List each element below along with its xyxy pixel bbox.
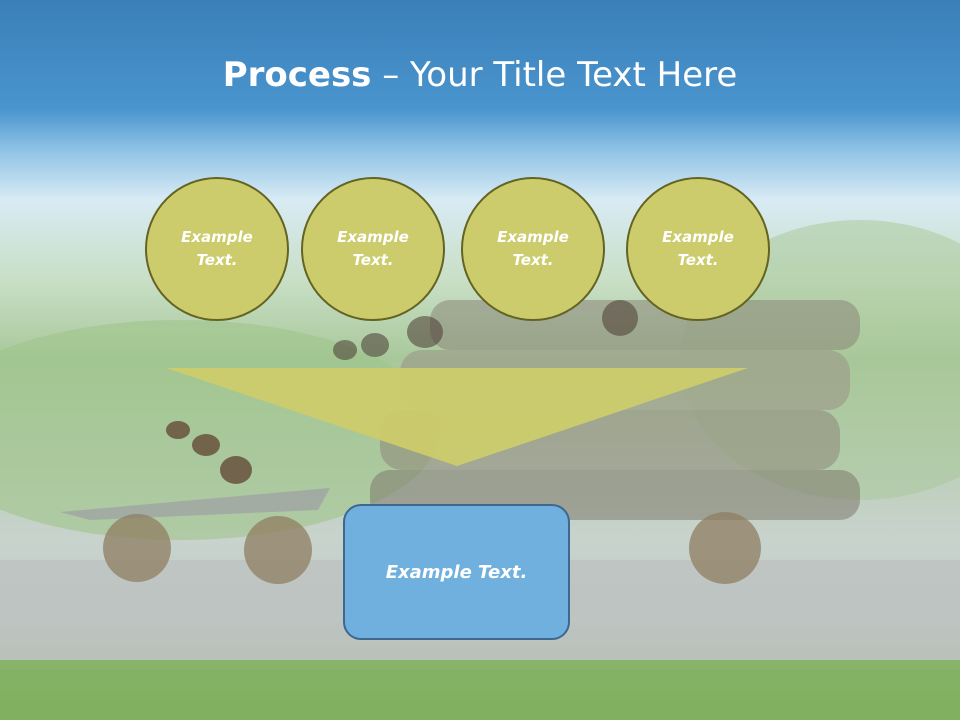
moss bbox=[0, 660, 960, 720]
title-bold: Process bbox=[222, 55, 372, 95]
process-step-circle[interactable]: Example Text. bbox=[461, 177, 605, 321]
process-step-label: Example Text. bbox=[662, 228, 734, 269]
process-step-circle[interactable]: Example Text. bbox=[145, 177, 289, 321]
process-step-circle[interactable]: Example Text. bbox=[626, 177, 770, 321]
ant bbox=[333, 300, 638, 360]
process-step-label: Example Text. bbox=[497, 228, 569, 269]
slide-title: Process – Your Title Text Here bbox=[0, 52, 960, 98]
result-box[interactable]: Example Text. bbox=[343, 504, 570, 640]
process-step-circle[interactable]: Example Text. bbox=[301, 177, 445, 321]
cart-board bbox=[60, 488, 330, 520]
process-step-label: Example Text. bbox=[337, 228, 409, 269]
result-box-label: Example Text. bbox=[385, 561, 528, 583]
ant bbox=[166, 421, 252, 484]
title-rest: – Your Title Text Here bbox=[371, 55, 738, 95]
wheel bbox=[689, 512, 761, 584]
wheel bbox=[103, 514, 171, 582]
wheel bbox=[244, 516, 312, 584]
process-step-label: Example Text. bbox=[181, 228, 253, 269]
funnel-triangle bbox=[166, 368, 748, 466]
